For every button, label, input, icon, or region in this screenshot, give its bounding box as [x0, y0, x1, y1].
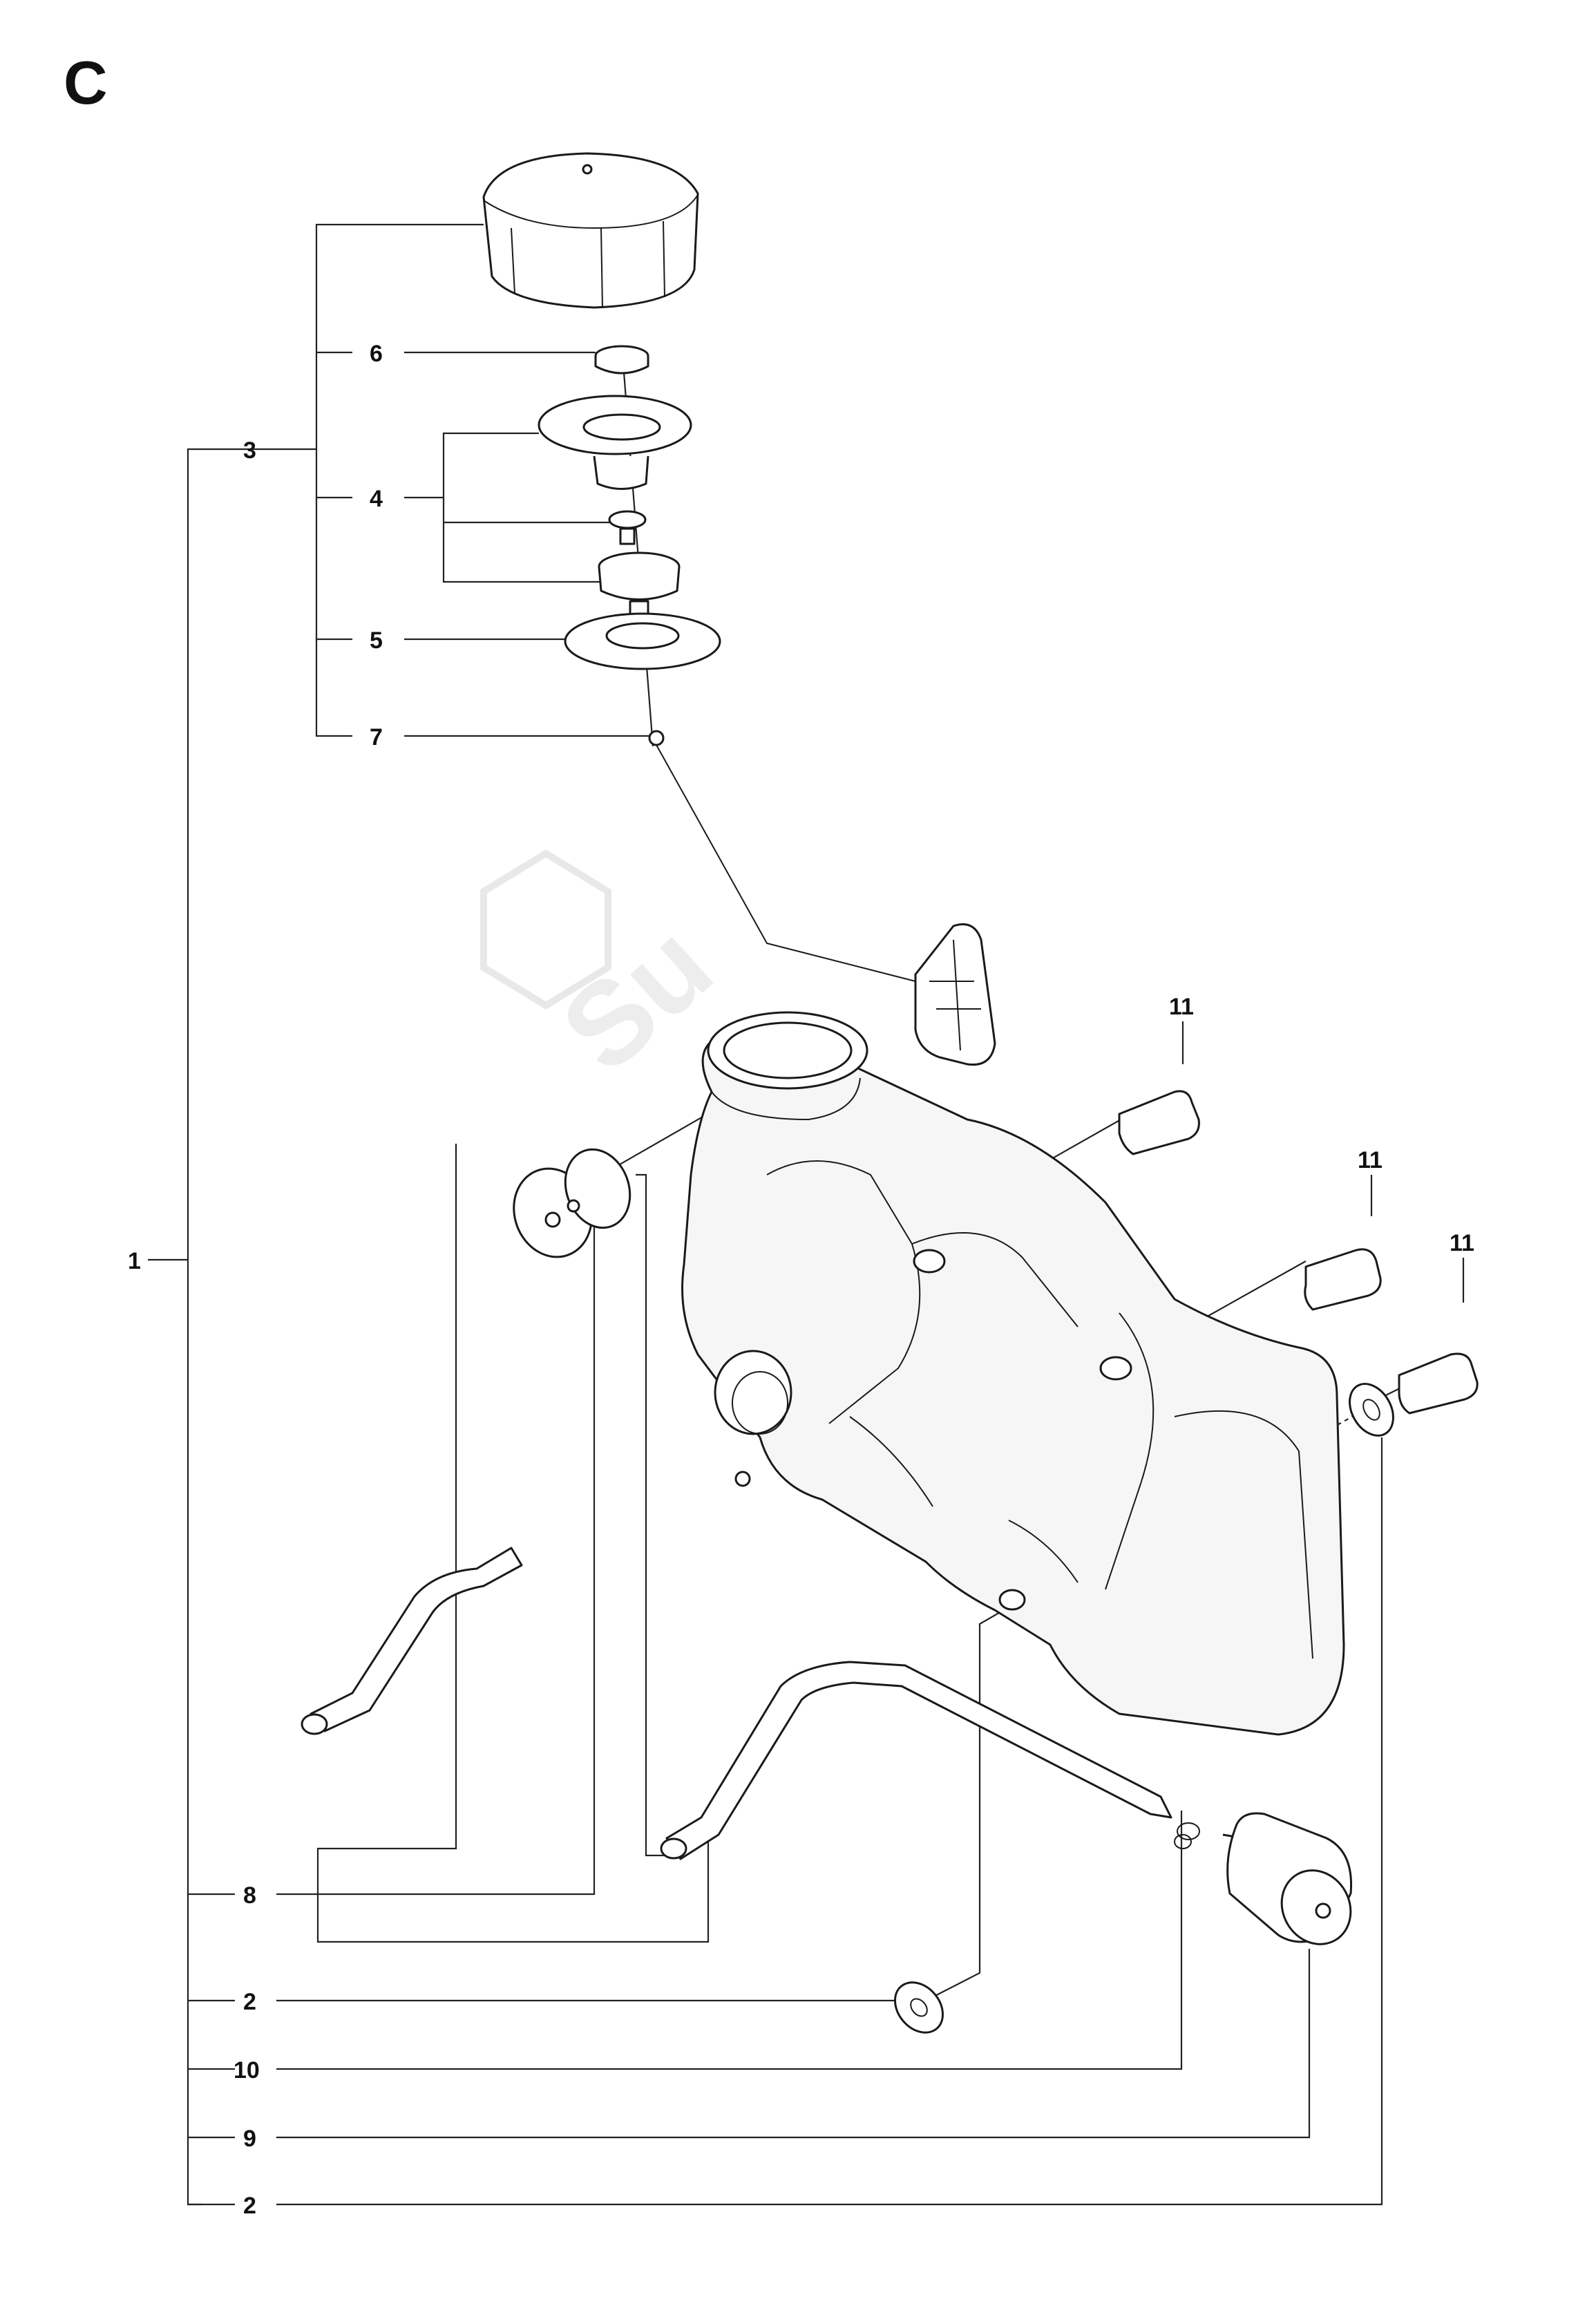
callout-10: 10 [234, 2057, 260, 2084]
tank-gasket [564, 612, 721, 670]
bracket-3 [315, 223, 484, 737]
washer-a [894, 1981, 944, 2034]
callout-11a: 11 [1169, 994, 1194, 1020]
watermark: Su [480, 849, 737, 1097]
callout-1: 1 [128, 1248, 141, 1274]
hose-clip [1174, 1822, 1200, 1849]
section-letter: C [64, 48, 108, 117]
grommet [513, 1148, 631, 1258]
leader-9 [276, 1949, 1311, 2139]
callout-2b: 2 [243, 2193, 256, 2219]
callout-9: 9 [243, 2126, 256, 2152]
callout-labels: 1 2 2 3 4 5 6 7 8 9 10 11 11 11 [128, 341, 1474, 2219]
fuel-filter [1222, 1812, 1353, 1945]
leader-lines [148, 223, 1465, 2206]
bolt-a [1118, 1090, 1200, 1155]
watermark-logo-icon [480, 849, 611, 1010]
callout-7: 7 [370, 724, 383, 750]
cap-seal [594, 345, 649, 375]
callout-11b: 11 [1358, 1147, 1383, 1173]
hose-left [301, 1547, 523, 1735]
bracket-1 [187, 448, 276, 2206]
bolt-b [1304, 1248, 1382, 1311]
vent-valve-assembly [538, 395, 692, 618]
filter-with-strap [648, 730, 996, 1066]
callout-4: 4 [370, 486, 383, 512]
washer-b [1349, 1383, 1394, 1437]
callout-11c: 11 [1450, 1230, 1474, 1256]
leader-8-hose [636, 1173, 665, 1857]
fuel-tank [681, 1011, 1345, 1736]
callout-8: 8 [243, 1882, 256, 1909]
bracket-4 [442, 432, 608, 583]
leader-8-grommet [318, 1227, 596, 1896]
bolt-c [1398, 1352, 1479, 1415]
callout-3: 3 [243, 437, 256, 464]
callout-5: 5 [370, 627, 383, 654]
bracket-8 [316, 1144, 710, 1943]
leader-2b [276, 1437, 1383, 2206]
callout-6: 6 [370, 341, 383, 367]
leader-2a-axis [925, 1603, 1016, 2001]
fuel-cap [482, 152, 699, 309]
leader-10 [276, 1811, 1183, 2070]
callout-2a: 2 [243, 1989, 256, 2015]
hose-right [660, 1661, 1172, 1860]
